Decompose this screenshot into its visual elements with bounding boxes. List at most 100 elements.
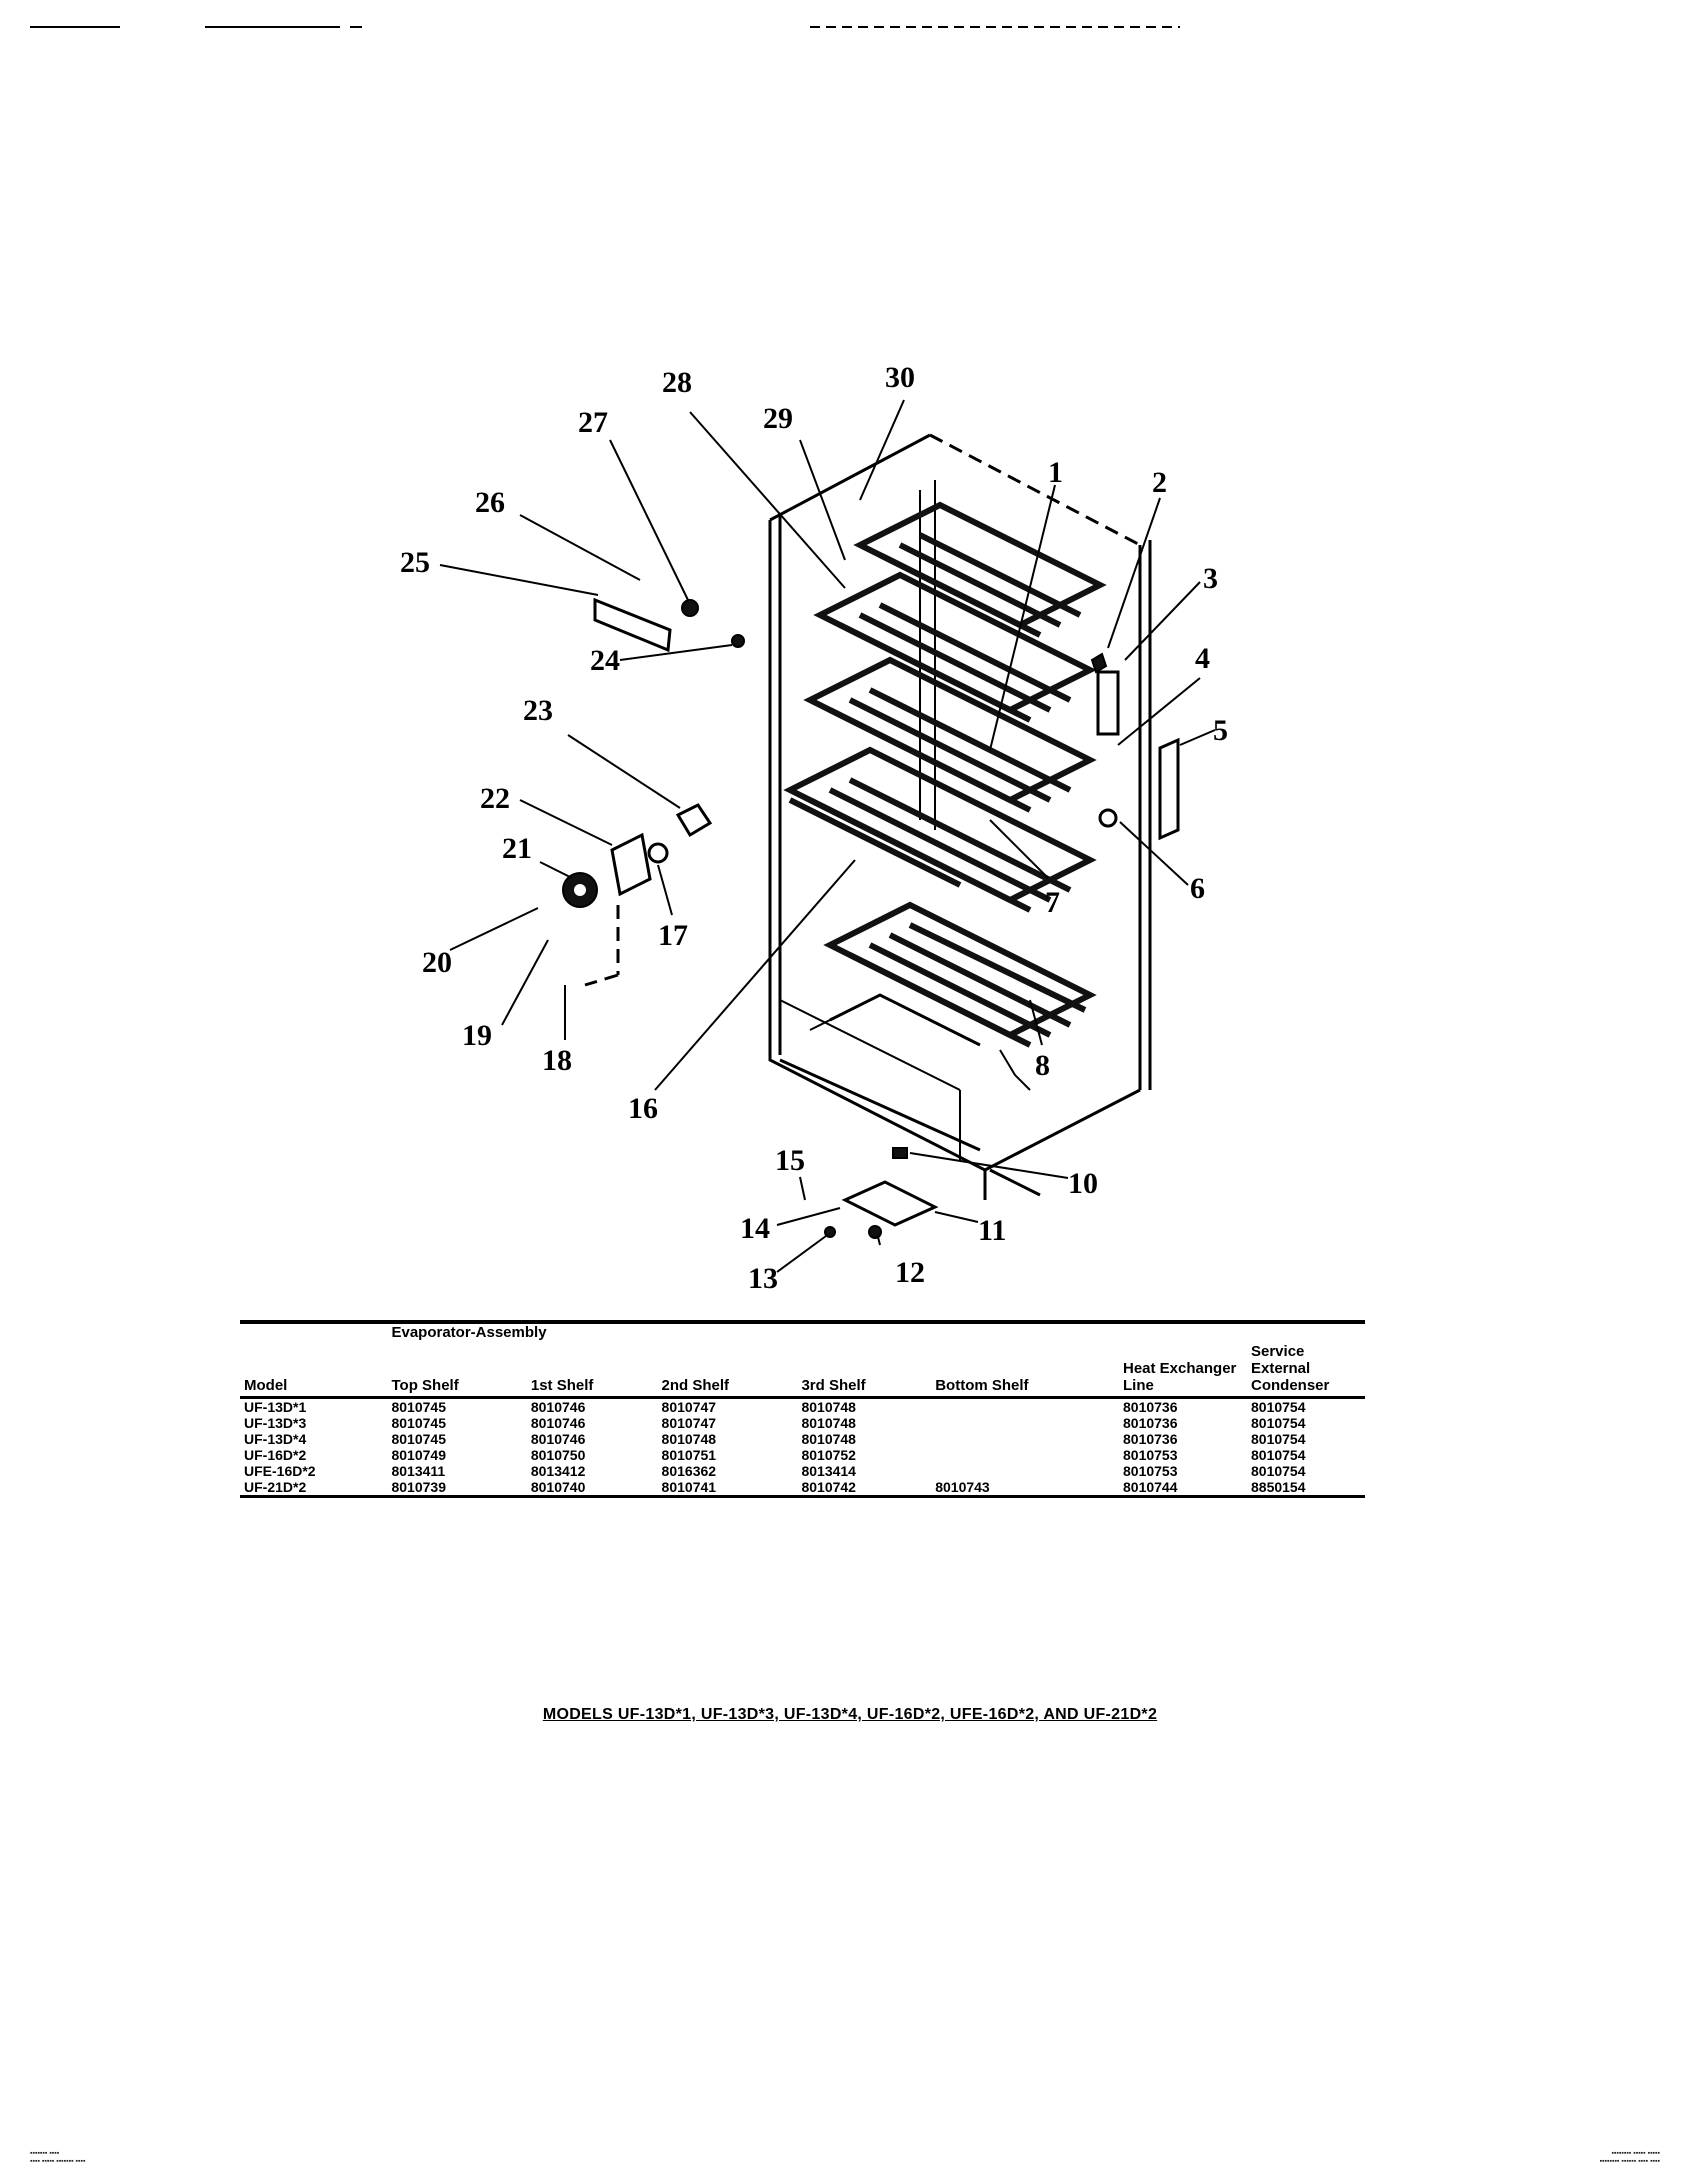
table-cell: 8010747 bbox=[661, 1399, 717, 1415]
callout-27: 27 bbox=[578, 406, 608, 439]
callout-12: 12 bbox=[895, 1256, 925, 1289]
col-first-shelf: 1st Shelf bbox=[526, 1343, 658, 1399]
table-cell: 8010741 bbox=[657, 1479, 798, 1498]
callout-6: 6 bbox=[1190, 872, 1205, 905]
table-cell bbox=[931, 1447, 1119, 1463]
table-cell: 8010739 bbox=[387, 1479, 527, 1498]
callout-7: 7 bbox=[1045, 886, 1060, 919]
table-cell: 8010740 bbox=[526, 1479, 658, 1498]
part-3-bracket bbox=[1096, 670, 1120, 736]
col-heat-exchanger: Heat Exchanger Line bbox=[1119, 1343, 1247, 1399]
table-cell: UFE-16D*2 bbox=[244, 1463, 316, 1479]
table-row: UF-13D*3 8010745 8010746 8010747 8010748 8010… bbox=[240, 1415, 1365, 1431]
table-cell: 8010748 bbox=[801, 1415, 856, 1431]
col-condenser: Service External Condenser bbox=[1247, 1343, 1365, 1399]
table-header-spacer bbox=[240, 1320, 388, 1343]
callout-29: 29 bbox=[763, 402, 793, 435]
table-cell: UF-21D*2 bbox=[240, 1479, 388, 1498]
col-model: Model bbox=[240, 1343, 388, 1399]
footer-fine-print-right: ▪▪▪▪▪▪▪▪ ▪▪▪▪▪ ▪▪▪▪▪▪▪▪▪▪▪▪▪ ▪▪▪▪▪▪ ▪▪▪▪… bbox=[1599, 2150, 1660, 2165]
first-shelf-coil bbox=[813, 571, 1097, 723]
table-cell: 8010748 bbox=[801, 1399, 856, 1415]
third-shelf-coil bbox=[783, 746, 1097, 913]
footer-fine-print-left: ▪▪▪▪▪▪▪ ▪▪▪▪▪▪▪▪ ▪▪▪▪▪ ▪▪▪▪▪▪▪ ▪▪▪▪ bbox=[30, 2150, 86, 2165]
table-cell: UF-16D*2 bbox=[244, 1447, 307, 1463]
top-scan-marks bbox=[30, 26, 1180, 28]
callout-3: 3 bbox=[1203, 562, 1218, 595]
table-cell bbox=[931, 1431, 1119, 1447]
table-cell bbox=[931, 1463, 1119, 1479]
table-cell: 8010744 bbox=[1119, 1479, 1247, 1498]
callout-30: 30 bbox=[885, 361, 915, 394]
leader-lines bbox=[439, 399, 1216, 1273]
table-cell: 8010746 bbox=[530, 1431, 586, 1447]
table-cell: 8010743 bbox=[931, 1479, 1119, 1498]
callout-26: 26 bbox=[475, 486, 505, 519]
callout-21: 21 bbox=[502, 832, 532, 865]
callout-20: 20 bbox=[422, 946, 452, 979]
table-cell: 8010742 bbox=[797, 1479, 932, 1498]
part-6-screw bbox=[1098, 808, 1118, 828]
callout-23: 23 bbox=[523, 694, 553, 727]
table-cell: 8010748 bbox=[661, 1431, 717, 1447]
table-cell: 8010754 bbox=[1251, 1431, 1306, 1447]
table-cell: 8010750 bbox=[530, 1447, 586, 1463]
callout-16: 16 bbox=[628, 1092, 658, 1125]
callout-19: 19 bbox=[462, 1019, 492, 1052]
callout-5: 5 bbox=[1213, 714, 1228, 747]
col-bottom-shelf: Bottom Shelf bbox=[931, 1343, 1119, 1399]
callout-1: 1 bbox=[1048, 456, 1063, 489]
parts-table: Evaporator-Assembly Model Top Shelf 1st … bbox=[240, 1320, 1365, 1498]
table-cell: 8010749 bbox=[391, 1447, 446, 1463]
bottom-shelf-coil bbox=[823, 901, 1097, 1048]
part-11-mount bbox=[841, 1180, 939, 1227]
callout-4: 4 bbox=[1195, 642, 1210, 675]
table-cell: 8010736 bbox=[1123, 1399, 1178, 1415]
part-2-clip bbox=[1090, 652, 1108, 674]
freezer-exploded-diagram: 1 2 3 4 5 6 7 8 10 11 12 13 14 15 16 17 … bbox=[400, 361, 1228, 1295]
table-cell: 8010753 bbox=[1123, 1463, 1178, 1479]
part-24-screw bbox=[731, 634, 745, 648]
table-cell: 8010736 bbox=[1123, 1415, 1178, 1431]
part-17-ring bbox=[647, 842, 669, 864]
callout-11: 11 bbox=[978, 1214, 1006, 1247]
callout-14: 14 bbox=[740, 1212, 770, 1245]
table-cell: 8010754 bbox=[1251, 1447, 1306, 1463]
callout-28: 28 bbox=[662, 366, 692, 399]
models-caption: MODELS UF-13D*1, UF-13D*3, UF-13D*4, UF-… bbox=[542, 1706, 1158, 1723]
callout-18: 18 bbox=[542, 1044, 572, 1077]
table-cell: 8010754 bbox=[1251, 1415, 1306, 1431]
top-shelf-coil bbox=[853, 501, 1107, 638]
callout-24: 24 bbox=[590, 644, 620, 677]
callout-2: 2 bbox=[1152, 466, 1167, 499]
callout-labels: 1 2 3 4 5 6 7 8 10 11 12 13 14 15 16 17 … bbox=[400, 361, 1228, 1295]
callout-8: 8 bbox=[1035, 1049, 1050, 1082]
part-25-door-handle bbox=[593, 597, 672, 653]
table-header-spacer bbox=[1119, 1320, 1247, 1343]
table-cell: 8010754 bbox=[1251, 1463, 1306, 1479]
callout-10: 10 bbox=[1068, 1167, 1098, 1200]
table-cell: 8850154 bbox=[1247, 1479, 1365, 1498]
table-group-header: Evaporator-Assembly bbox=[387, 1320, 1119, 1343]
heat-exchanger-line bbox=[788, 797, 962, 888]
callout-13: 13 bbox=[748, 1262, 778, 1295]
table-cell: 8010751 bbox=[661, 1447, 717, 1463]
second-shelf-coil bbox=[803, 656, 1097, 813]
table-cell: 8010736 bbox=[1123, 1431, 1178, 1447]
table-cell: 8010746 bbox=[530, 1415, 586, 1431]
bottom-wire-rack bbox=[829, 993, 981, 1047]
table-cell: 8010747 bbox=[661, 1415, 717, 1431]
table-cell: 8013411 bbox=[391, 1463, 446, 1479]
table-cell: 8010754 bbox=[1251, 1399, 1306, 1415]
table-cell: UF-13D*1 bbox=[244, 1399, 307, 1415]
callout-22: 22 bbox=[480, 782, 510, 815]
part-5-hinge bbox=[1158, 737, 1180, 841]
table-header-spacer bbox=[1247, 1320, 1365, 1343]
table-cell: 8016362 bbox=[661, 1463, 717, 1479]
table-cell: UF-13D*3 bbox=[244, 1415, 307, 1431]
table-cell: 8010745 bbox=[391, 1415, 446, 1431]
